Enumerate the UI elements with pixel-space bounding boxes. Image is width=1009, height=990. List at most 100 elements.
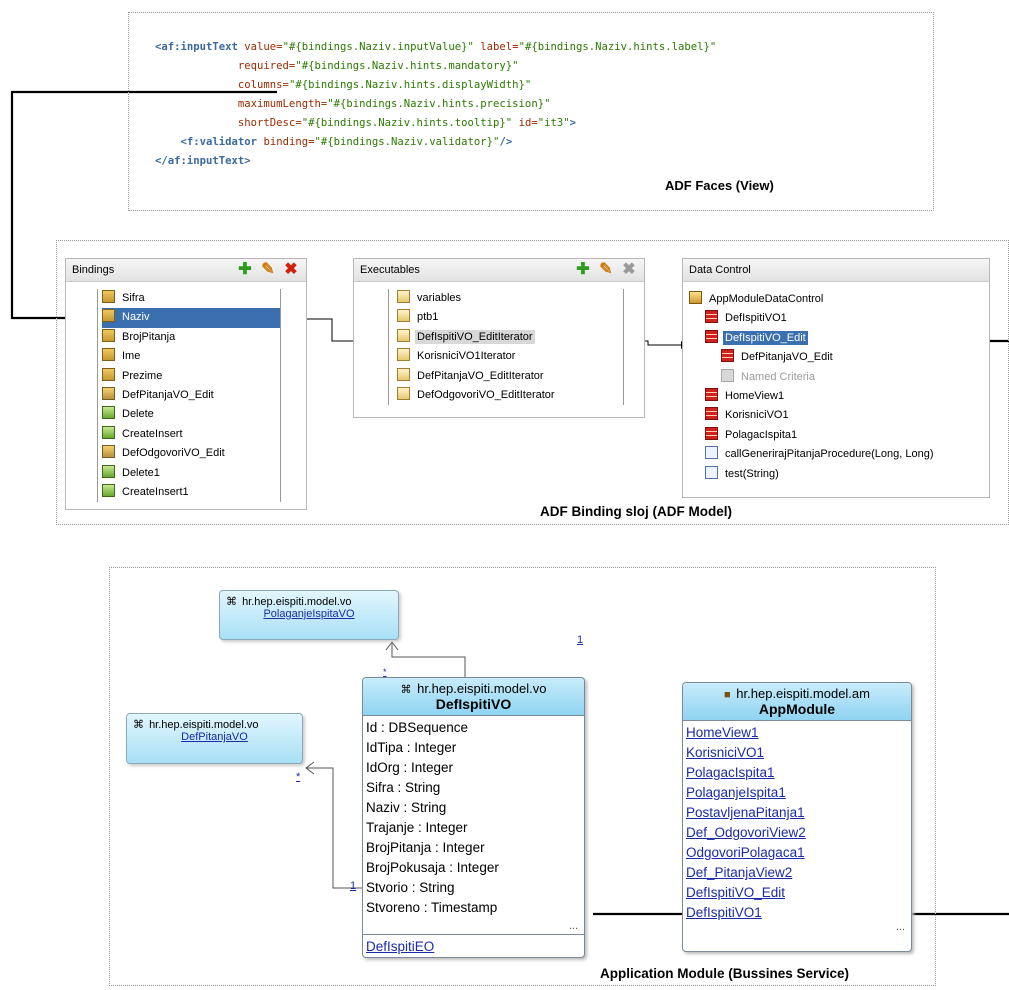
appmodule-instance-link[interactable]: Def_OdgovoriView2	[686, 825, 806, 840]
uml-association-defpitanja	[306, 767, 363, 889]
appmodule-instance-link[interactable]: OdgovoriPolagaca1	[686, 845, 805, 860]
polaganje-class-link[interactable]: PolaganjeIspitaVO	[263, 608, 355, 620]
appmodule-instance-link[interactable]: PolagacIspita1	[686, 765, 775, 780]
defpitanja-class-link[interactable]: DefPitanjaVO	[181, 731, 248, 743]
executable-item-label: DefIspitiVO_EditIterator	[415, 329, 535, 344]
datacontrol-item-callgenerirajpitanjaprocedure-long-long[interactable]: callGenerirajPitanjaProcedure(Long, Long…	[689, 445, 987, 464]
code-line: </af:inputText>	[155, 152, 716, 171]
binding-item-ime[interactable]: Ime	[102, 347, 280, 366]
edit-pencil-icon[interactable]: ✎	[261, 261, 275, 278]
view-object-icon	[721, 349, 734, 363]
code-token: "#{bindings.Naziv.hints.tooltip}"	[301, 117, 513, 129]
action-binding-icon	[102, 406, 115, 420]
datacontrol-item-test-string[interactable]: test(String)	[689, 465, 987, 484]
tree-binding-icon	[102, 445, 115, 459]
application-module-briefcase-icon: ■	[724, 689, 731, 701]
code-line: maximumLength="#{bindings.Naziv.hints.pr…	[155, 95, 716, 114]
uml-attribute: IdOrg : Integer	[366, 760, 454, 775]
view-object-glasses-icon: ⌘	[133, 719, 144, 731]
datacontrol-item-defispitivo-edit[interactable]: DefIspitiVO_Edit	[689, 329, 987, 348]
appmodule-instance-link[interactable]: KorisniciVO1	[686, 745, 765, 760]
executable-item-defodgovorivo-edititerator[interactable]: DefOdgovoriVO_EditIterator	[397, 386, 623, 405]
appmodule-instance-link[interactable]: Def_PitanjaView2	[686, 865, 793, 880]
uml-attribute: BrojPokusaja : Integer	[366, 860, 499, 875]
datacontrol-item-appmoduledatacontrol[interactable]: AppModuleDataControl	[689, 290, 987, 309]
datacontrol-item-label: DefPitanjaVO_Edit	[741, 351, 833, 364]
binding-item-defpitanjavo-edit[interactable]: DefPitanjaVO_Edit	[102, 386, 280, 405]
datacontrol-item-polagacispita1[interactable]: PolagacIspita1	[689, 426, 987, 445]
iterator-icon	[397, 290, 410, 303]
code-token: maximumLength=	[155, 98, 328, 110]
binding-item-label: Sifra	[122, 292, 145, 304]
binding-item-createinsert1[interactable]: CreateInsert1	[102, 483, 280, 502]
iterator-icon	[397, 386, 410, 400]
datacontrol-item-named-criteria[interactable]: Named Criteria	[689, 368, 987, 387]
attribute-binding-icon	[102, 328, 115, 342]
polaganje-package: hr.hep.eispiti.model.vo	[242, 596, 352, 608]
uml-attribute: Id : DBSequence	[366, 720, 469, 735]
executables-panel-title: Executables	[360, 264, 420, 276]
executable-item-defispitivo-edititerator[interactable]: DefIspitiVO_EditIterator	[397, 328, 623, 347]
folder-icon	[721, 368, 734, 382]
datacontrol-item-defispitivo1[interactable]: DefIspitiVO1	[689, 309, 987, 328]
add-icon[interactable]: ✚	[576, 261, 590, 278]
code-token: </af:inputText>	[155, 155, 251, 167]
executable-item-label: ptb1	[417, 311, 439, 324]
executable-item-korisnicivo1iterator[interactable]: KorisniciVO1Iterator	[397, 347, 623, 366]
binding-item-prezime[interactable]: Prezime	[102, 367, 280, 386]
uml-attribute: Naziv : String	[366, 800, 447, 815]
appmodule-instance-link[interactable]: DefIspitiVO_Edit	[686, 885, 786, 900]
binding-item-label: Delete	[122, 408, 154, 421]
bindings-panel-title: Bindings	[72, 264, 115, 276]
view-object-icon	[705, 310, 718, 324]
uml-attribute: Trajanje : Integer	[366, 820, 468, 835]
add-icon[interactable]: ✚	[238, 261, 252, 278]
iterator-icon	[397, 328, 410, 342]
binding-item-naziv[interactable]: Naziv	[102, 308, 280, 328]
entity-link[interactable]: DefIspitiEO	[366, 939, 435, 954]
binding-item-label: DefPitanjaVO_Edit	[122, 388, 214, 401]
bindings-panel-header: Bindings ✚ ✎ ✖	[66, 259, 306, 282]
executable-item-ptb1[interactable]: ptb1	[397, 308, 623, 327]
appmodule-instance-link[interactable]: PostavljenaPitanja1	[686, 805, 805, 820]
more-attributes-ellipsis: ...	[568, 920, 578, 932]
executable-item-defpitanjavo-edititerator[interactable]: DefPitanjaVO_EditIterator	[397, 367, 623, 386]
binding-item-delete[interactable]: Delete	[102, 405, 280, 424]
datacontrol-item-defpitanjavo-edit[interactable]: DefPitanjaVO_Edit	[689, 348, 987, 367]
datacontrol-item-label: DefIspitiVO1	[725, 312, 787, 325]
view-object-icon	[705, 426, 718, 440]
executable-item-variables[interactable]: variables	[397, 289, 623, 308]
datacontrol-item-korisnicivo1[interactable]: KorisniciVO1	[689, 406, 987, 425]
binding-item-createinsert[interactable]: CreateInsert	[102, 425, 280, 444]
defispitivo-package: hr.hep.eispiti.model.vo	[417, 681, 547, 696]
more-instances-ellipsis: ...	[895, 921, 905, 933]
edit-pencil-icon[interactable]: ✎	[599, 261, 613, 278]
binding-item-defodgovorivo-edit[interactable]: DefOdgovoriVO_Edit	[102, 444, 280, 463]
datacontrol-item-label: test(String)	[725, 467, 779, 480]
appmodule-name: AppModule	[758, 701, 836, 717]
appmodule-instance-link[interactable]: HomeView1	[686, 725, 759, 740]
multiplicity-star-left: *	[296, 771, 301, 783]
delete-icon[interactable]: ✖	[284, 261, 298, 278]
code-token: "#{bindings.Naziv.hints.label}"	[518, 41, 717, 53]
appmodule-instance-link[interactable]: PolaganjeIspita1	[686, 785, 786, 800]
binding-item-label: DefOdgovoriVO_Edit	[122, 447, 225, 460]
binding-item-sifra[interactable]: Sifra	[102, 289, 280, 308]
binding-item-label: CreateInsert1	[122, 485, 189, 498]
executable-item-label: DefOdgovoriVO_EditIterator	[417, 388, 555, 401]
code-token: <f:validator	[155, 136, 264, 148]
code-token: "#{bindings.Naziv.hints.mandatory}"	[295, 60, 519, 72]
view-object-icon	[705, 329, 718, 343]
action-binding-icon	[102, 464, 115, 478]
code-token: <af:inputText	[155, 41, 245, 53]
datacontrol-item-homeview1[interactable]: HomeView1	[689, 387, 987, 406]
binding-item-delete1[interactable]: Delete1	[102, 464, 280, 483]
appmodule-instance-link[interactable]: DefIspitiVO1	[686, 905, 762, 920]
binding-item-brojpitanja[interactable]: BrojPitanja	[102, 328, 280, 347]
binding-item-label: Delete1	[122, 466, 160, 479]
